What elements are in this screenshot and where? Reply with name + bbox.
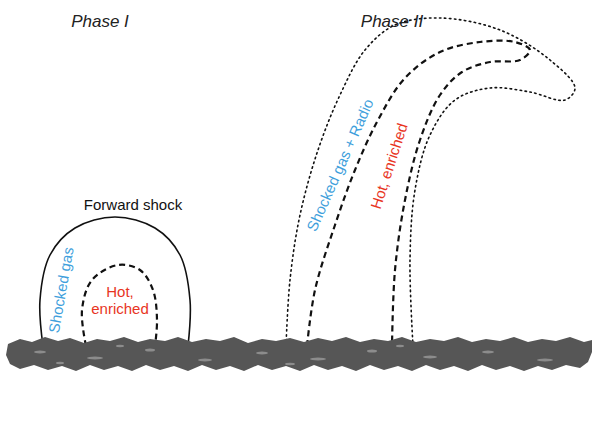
region-label: Hot, enriched: [85, 283, 155, 318]
region-outline: [82, 265, 157, 346]
ejecta-region: Hot, enriched: [303, 38, 534, 350]
ejecta-region: Hot, enriched: [78, 261, 161, 350]
ground-surface: [6, 337, 592, 371]
region-outline: [307, 41, 530, 346]
region-outline: [286, 18, 575, 346]
phase-title: Phase I: [71, 12, 129, 32]
region-label: Shocked gas: [45, 246, 77, 334]
radio-region: Shocked gas + RadioHot, enriched: [282, 14, 579, 350]
shock-heading: Forward shock: [84, 196, 182, 213]
ground-texture: [34, 345, 553, 365]
region-outline-frame: [303, 38, 534, 350]
region-outline: [40, 217, 191, 346]
region-label: Shocked gas + Radio: [303, 96, 377, 234]
forward-shock-region: Forward shockShocked gasHot, enriched: [36, 213, 194, 350]
phase-title: Phase II: [361, 12, 423, 32]
